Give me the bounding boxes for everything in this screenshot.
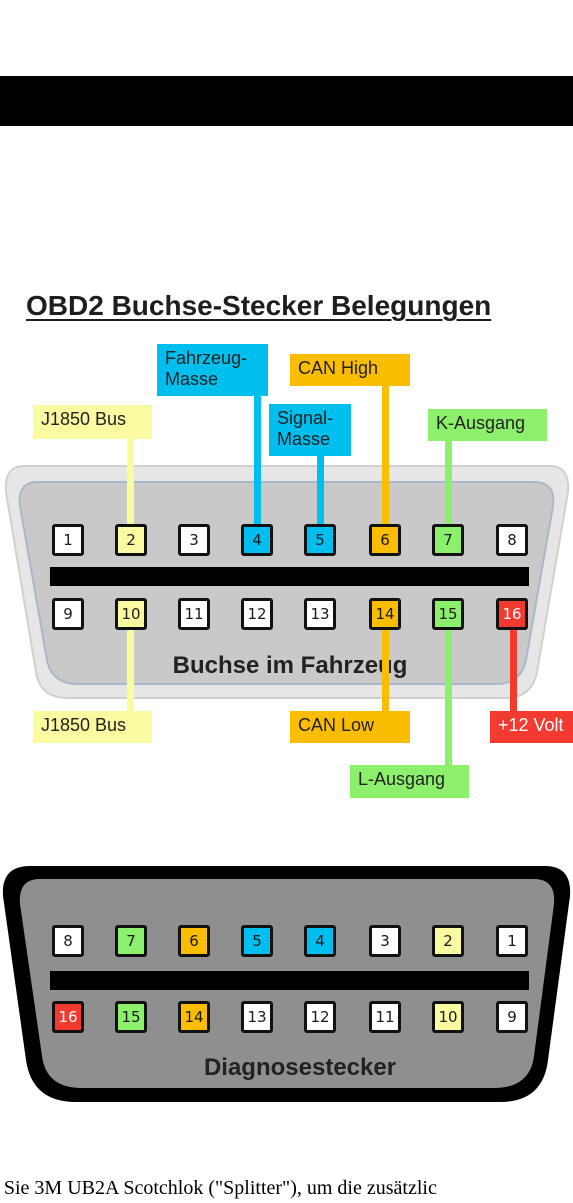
plug-pin-16: 16: [52, 1001, 84, 1033]
label-pin16: +12 Volt: [490, 711, 573, 743]
label-pin15: L-Ausgang: [350, 765, 469, 798]
socket-pin-7: 7: [432, 524, 464, 556]
plug-pin-4: 4: [304, 925, 336, 957]
plug-pin-9: 9: [496, 1001, 528, 1033]
socket-caption: Buchse im Fahrzeug: [172, 652, 408, 679]
socket-pin-10: 10: [115, 598, 147, 630]
plug-pin-5: 5: [241, 925, 273, 957]
socket-pin-4: 4: [241, 524, 273, 556]
plug-pin-7: 7: [115, 925, 147, 957]
label-pin6-text: CAN High: [298, 358, 379, 378]
label-pin6: CAN High: [290, 354, 410, 386]
label-pin14: CAN Low: [290, 711, 410, 743]
label-pin4-line2: Masse: [165, 369, 219, 389]
plug-caption: Diagnosestecker: [203, 1054, 397, 1081]
plug-pin-15: 15: [115, 1001, 147, 1033]
socket-pin-15: 15: [432, 598, 464, 630]
label-pin10-text: J1850 Bus: [41, 715, 127, 735]
label-pin4-line1: Fahrzeug-: [165, 348, 248, 368]
socket-pin-2: 2: [115, 524, 147, 556]
socket-pin-11: 11: [178, 598, 210, 630]
plug-pin-3: 3: [369, 925, 401, 957]
diagram-title: OBD2 Buchse-Stecker Belegungen: [26, 290, 492, 321]
socket-pin-1: 1: [52, 524, 84, 556]
label-pin14-text: CAN Low: [298, 715, 375, 735]
plug-pin-11: 11: [369, 1001, 401, 1033]
socket-divider-bar: [50, 567, 529, 586]
stem-pin14: [382, 630, 389, 714]
plug-pin-1: 1: [496, 925, 528, 957]
socket-pin-3: 3: [178, 524, 210, 556]
plug-pin-14: 14: [178, 1001, 210, 1033]
plug-pin-13: 13: [241, 1001, 273, 1033]
label-pin16-text: +12 Volt: [498, 715, 564, 735]
label-pin15-text: L-Ausgang: [358, 769, 446, 789]
label-pin7: K-Ausgang: [428, 409, 547, 441]
socket-pin-5: 5: [304, 524, 336, 556]
plug-pin-6: 6: [178, 925, 210, 957]
stem-pin7: [445, 440, 452, 524]
stem-pin10: [127, 630, 134, 714]
label-pin5-line1: Signal-: [277, 408, 334, 428]
socket-pin-16: 16: [496, 598, 528, 630]
plug-pin-8: 8: [52, 925, 84, 957]
stem-pin6: [382, 385, 389, 524]
label-pin4: Fahrzeug- Masse: [157, 344, 268, 396]
plug-pin-10: 10: [432, 1001, 464, 1033]
stem-pin15: [445, 630, 452, 768]
socket-pin-14: 14: [369, 598, 401, 630]
socket-pin-12: 12: [241, 598, 273, 630]
socket-pin-8: 8: [496, 524, 528, 556]
socket-pin-6: 6: [369, 524, 401, 556]
stem-pin16: [510, 630, 517, 714]
socket-pin-9: 9: [52, 598, 84, 630]
label-pin5-line2: Masse: [277, 429, 331, 449]
header-bar: [0, 76, 573, 126]
socket-pin-13: 13: [304, 598, 336, 630]
label-pin2: J1850 Bus: [33, 405, 152, 439]
body-text-fragment: en Sie 3M UB2A Scotchlok ("Splitter"), u…: [0, 1177, 437, 1199]
stem-pin4: [254, 393, 261, 524]
label-pin2-text: J1850 Bus: [41, 409, 127, 429]
plug-pin-2: 2: [432, 925, 464, 957]
plug-pin-12: 12: [304, 1001, 336, 1033]
label-pin5: Signal- Masse: [269, 404, 351, 456]
label-pin10: J1850 Bus: [33, 711, 152, 743]
label-pin7-text: K-Ausgang: [436, 413, 526, 433]
stem-pin2: [127, 438, 134, 524]
plug-divider-bar: [50, 971, 529, 990]
stem-pin5: [317, 453, 324, 524]
